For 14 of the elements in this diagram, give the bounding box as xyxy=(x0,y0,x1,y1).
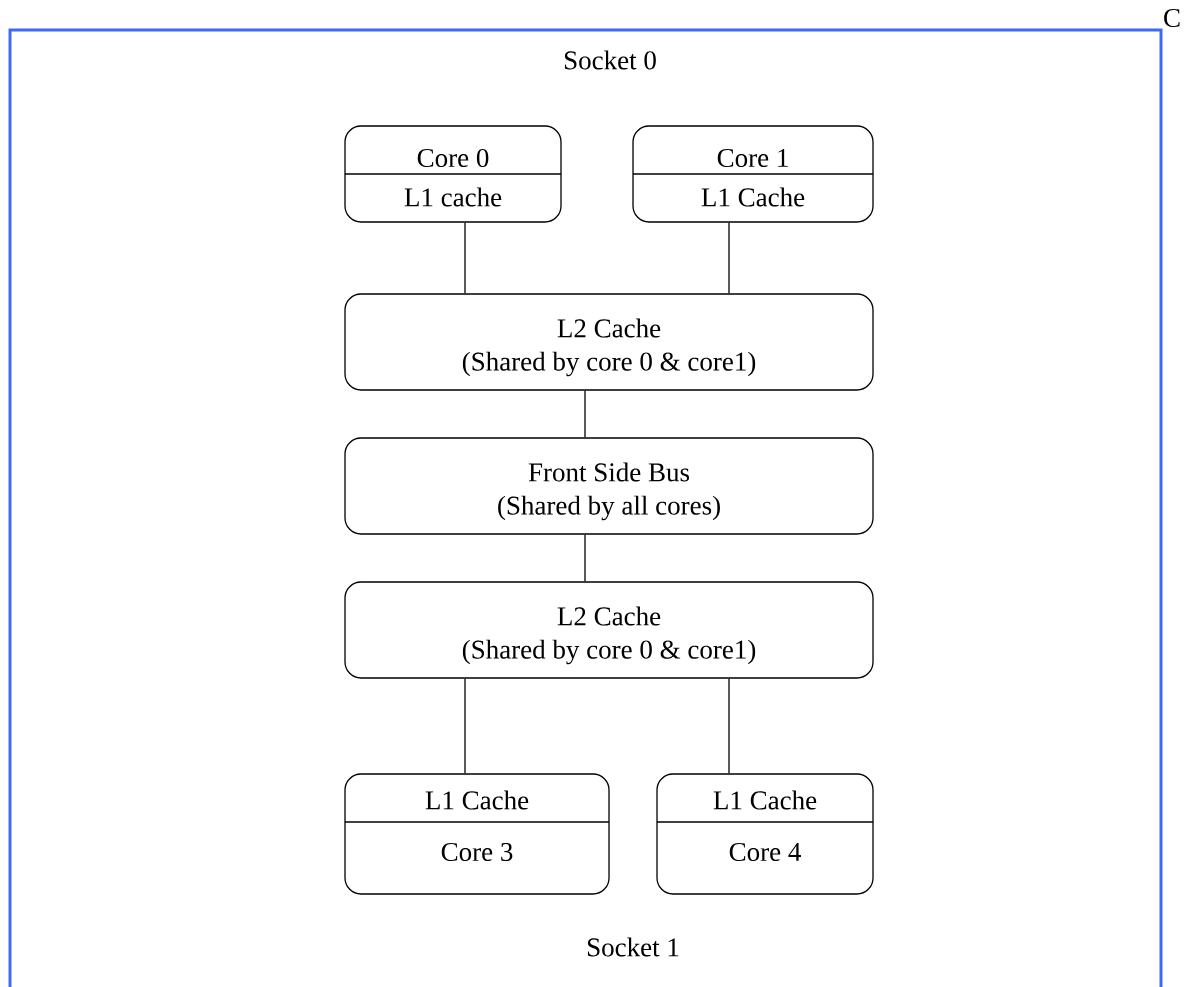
connector-line xyxy=(464,222,466,294)
corner-letter: C xyxy=(1164,8,1180,28)
connector-line xyxy=(728,222,730,294)
cache-box: L1 Cache Core 4 xyxy=(656,773,874,895)
connector-line xyxy=(584,390,586,438)
cache-box: L1 Cache Core 3 xyxy=(344,773,610,895)
cache-box: Core 1 L1 Cache xyxy=(632,125,874,223)
cache-box: L2 Cache (Shared by core 0 & core1) xyxy=(344,293,874,391)
cache-box: L2 Cache (Shared by core 0 & core1) xyxy=(344,581,874,679)
connector-line xyxy=(728,678,730,774)
connector-line xyxy=(584,534,586,582)
cache-box: Core 0 L1 cache xyxy=(344,125,562,223)
connector-line xyxy=(464,678,466,774)
cache-box: Front Side Bus (Shared by all cores) xyxy=(344,437,874,535)
